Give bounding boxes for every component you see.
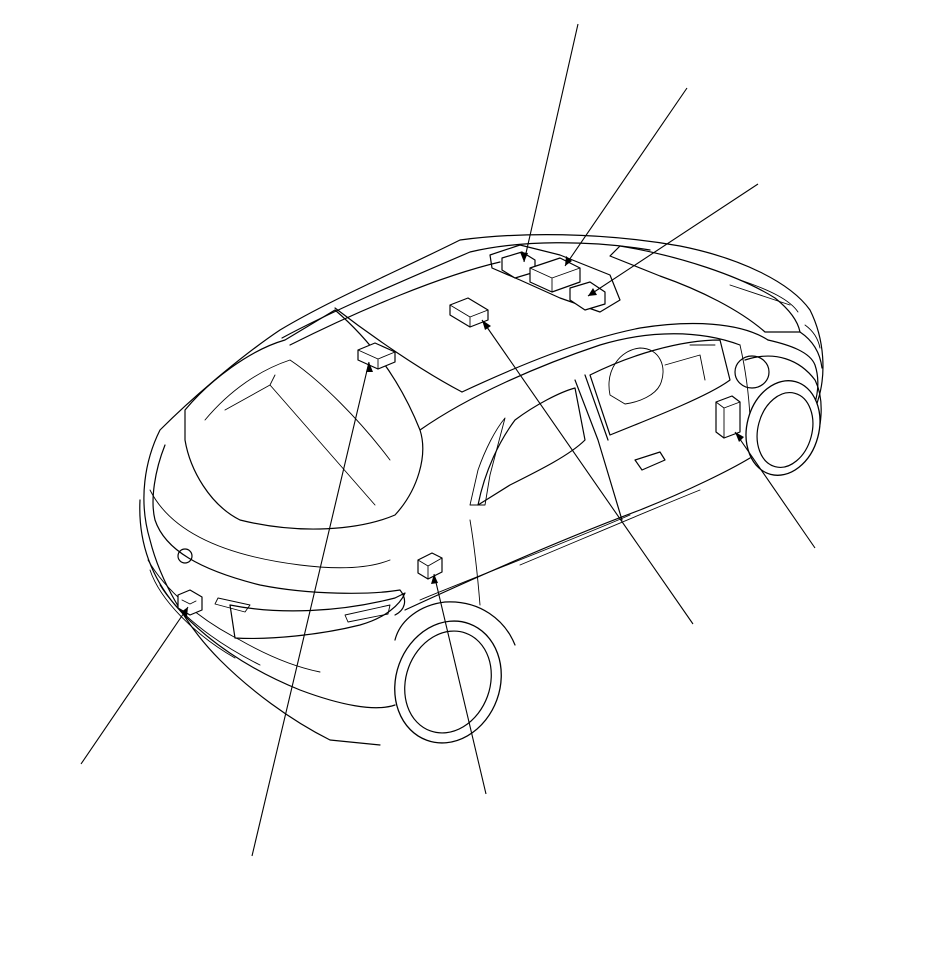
rear-rim [404, 630, 492, 734]
rear-arch [394, 601, 516, 646]
car-body [139, 234, 824, 746]
roof-inner-line [289, 261, 501, 346]
rear-roof-module-edge [357, 349, 396, 370]
roof-side-edge [461, 322, 769, 393]
roof-rear-edge [281, 242, 651, 339]
license-recess [214, 597, 251, 613]
rear-lamp-inner [344, 604, 391, 623]
side-mirror [734, 355, 770, 389]
rear-wheel [394, 620, 502, 744]
roof-console-center-edge [529, 267, 581, 293]
roof-console-housing [489, 244, 621, 313]
front-seat [608, 347, 664, 405]
arrow-front-wheel-arch-unit [735, 432, 744, 442]
rear-lamp [229, 592, 406, 640]
arrow-rear-roof-module [366, 362, 373, 372]
roof-module-edge [449, 304, 489, 328]
grille-line [804, 324, 821, 349]
rear-side-window-frame [469, 417, 506, 506]
windshield [609, 245, 801, 333]
side-sill [404, 457, 751, 611]
leader-roof-module [481, 319, 694, 625]
rear-quarter-box [417, 552, 443, 580]
bumper-line [147, 559, 321, 673]
rear-roof-module-box [357, 342, 396, 370]
leader-roof-console-right [587, 183, 759, 297]
leader-tailgate-unit [80, 606, 189, 765]
front-tire [745, 380, 821, 476]
tailgate [152, 444, 406, 616]
front-rim [756, 392, 814, 468]
tailgate-crease [149, 489, 391, 569]
roof-console-center-box [529, 257, 581, 293]
rear-door-seam [469, 519, 481, 606]
rear-window [184, 309, 424, 530]
leader-front-wheel-arch-unit [734, 431, 816, 549]
arrow-roof-console-left [520, 252, 528, 262]
front-wheel-arch-box [715, 395, 741, 439]
leader-roof-console-left [523, 23, 579, 263]
arrow-rear-quarter-module [431, 574, 438, 584]
hood [767, 339, 819, 411]
arrow-tailgate-unit [181, 607, 188, 617]
rear-window-inner [204, 359, 391, 461]
rear-wiper [224, 374, 376, 506]
b-pillar [574, 374, 623, 521]
tailgate-unit-box [177, 589, 203, 616]
rear-bumper [139, 499, 396, 709]
side-body-upper [419, 333, 741, 431]
emblem [177, 548, 193, 564]
rear-quarter-edge [417, 557, 443, 580]
leader-rear-roof-module [251, 361, 370, 857]
tailgate-unit-edge [181, 599, 197, 605]
seat-back [664, 344, 716, 381]
leader-lines [80, 23, 816, 857]
front-wheel [745, 380, 821, 476]
arrow-roof-console-center [565, 256, 572, 266]
roof-module-box [449, 297, 489, 328]
arrow-roof-console-right [588, 288, 597, 296]
leader-rear-quarter-module [433, 573, 487, 795]
side-crease [419, 514, 631, 601]
leader-roof-console-center [564, 87, 688, 267]
front-wheel-arch-edge [715, 401, 741, 439]
roof-console-right-box [569, 281, 606, 311]
front-side-window [589, 339, 731, 436]
door-handle [634, 451, 666, 471]
arrowheads [181, 252, 744, 617]
door-line [519, 489, 701, 566]
hood-front [799, 331, 823, 369]
arrow-roof-module [482, 320, 491, 330]
rear-side-window [477, 387, 586, 506]
windshield-inner [729, 279, 799, 313]
rear-tire [394, 620, 502, 744]
component-boxes [177, 244, 741, 616]
roof-seam [334, 307, 463, 393]
